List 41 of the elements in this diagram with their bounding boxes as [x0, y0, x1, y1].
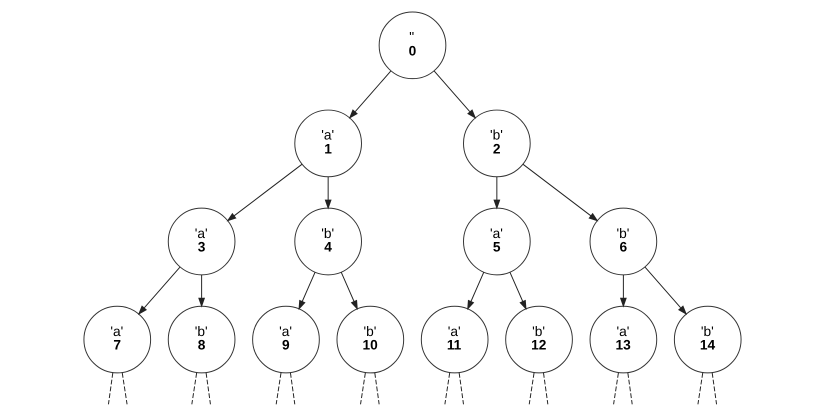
arrow [298, 272, 316, 310]
connector [528, 372, 535, 405]
arrow [340, 272, 358, 310]
connector [613, 372, 619, 405]
connector [444, 372, 450, 405]
connector [290, 372, 296, 405]
connector [191, 372, 198, 405]
arrow [509, 272, 527, 310]
arrow [493, 176, 500, 210]
node-circle: 'b' 4 [294, 208, 362, 276]
node-circle: 'a' 13 [590, 306, 658, 374]
connector [627, 372, 633, 405]
node-circle: 'b' 12 [505, 306, 573, 374]
arrow [467, 272, 484, 310]
arrow [434, 70, 476, 119]
node-circle: '' 0 [378, 12, 446, 80]
connector [276, 372, 282, 405]
node-circle: 'a' 11 [420, 306, 489, 374]
connector [712, 372, 718, 405]
connector [374, 372, 380, 405]
node-circle: 'a' 3 [168, 208, 236, 276]
connector [122, 372, 128, 405]
arrow [620, 274, 627, 308]
arrow [522, 164, 598, 222]
node-circle: 'b' 10 [336, 306, 404, 374]
arrow [324, 176, 332, 210]
arrow [226, 164, 302, 222]
connector [206, 372, 211, 405]
node-circle: 'a' 5 [463, 208, 531, 276]
node-circle: 'b' 8 [168, 306, 236, 374]
arrow [348, 70, 392, 119]
connector [360, 372, 366, 405]
connector [108, 372, 114, 405]
arrow [644, 266, 688, 316]
arrow [198, 274, 206, 308]
node-circle: 'b' 6 [590, 208, 658, 276]
connector [458, 372, 464, 405]
node-circle: 'a' 9 [252, 306, 320, 374]
arrow [138, 266, 180, 316]
connector [697, 372, 704, 405]
connector [543, 372, 548, 405]
